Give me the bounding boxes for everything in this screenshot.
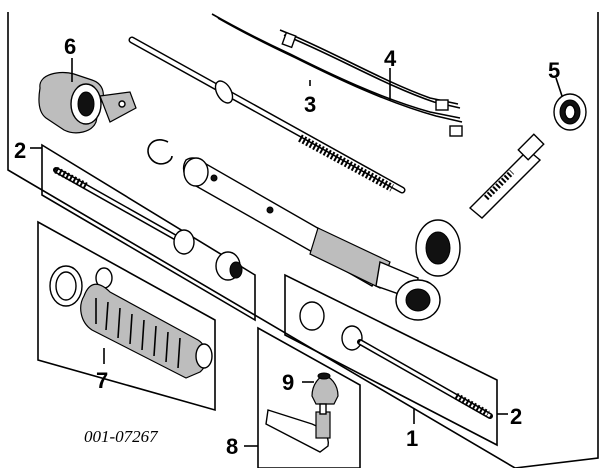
callout-1: 1 [406, 426, 418, 451]
inner-tie-rod-right-part [299, 301, 493, 419]
bellows-boot-part [49, 265, 213, 379]
hydraulic-lines-part [211, 13, 463, 137]
mount-bushing-part [38, 71, 137, 134]
outer-tie-rod-end-part [265, 403, 331, 453]
leader-5 [555, 77, 563, 97]
boot-kit-box [37, 220, 216, 412]
callout-2-right: 2 [510, 404, 522, 429]
inner-tie-rod-left-part [53, 166, 243, 281]
pinion-seal-part [553, 93, 587, 131]
dust-boot-part [311, 372, 339, 405]
outer-tie-rod-box [257, 326, 361, 468]
callout-6: 6 [64, 34, 76, 59]
rack-bar-part [128, 36, 406, 194]
callout-4: 4 [384, 46, 397, 71]
snap-ring-part [147, 139, 173, 165]
callout-8: 8 [226, 434, 238, 459]
callout-2-left: 2 [14, 138, 26, 163]
callout-7: 7 [96, 368, 108, 393]
tie-rod-kit-box-right [284, 273, 498, 447]
callout-3: 3 [304, 92, 316, 117]
diagram-code: 001-07267 [84, 427, 159, 446]
callout-5: 5 [548, 58, 560, 83]
callout-9: 9 [282, 370, 294, 395]
pinion-shaft-part [468, 133, 545, 219]
rack-housing-part [182, 157, 461, 321]
assembly-frame [7, 12, 599, 468]
